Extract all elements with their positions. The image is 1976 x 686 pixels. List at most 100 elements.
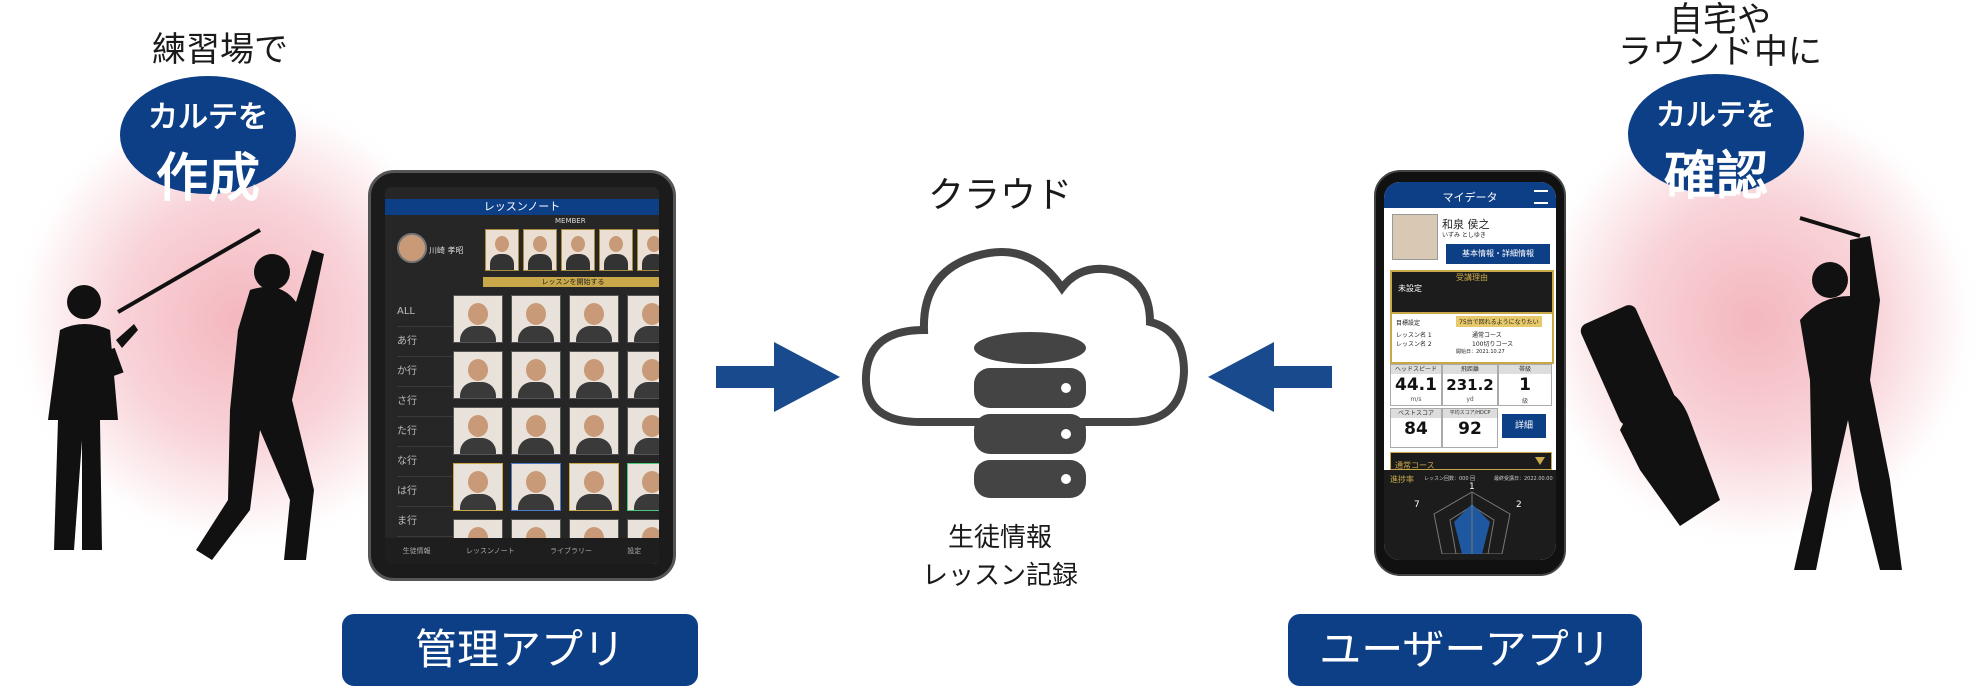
stat-label: 平均スコア/HDCP	[1443, 409, 1497, 418]
database-icon	[970, 330, 1090, 500]
reason-title: 受講理由	[1392, 272, 1552, 283]
selected-member-photo[interactable]	[485, 229, 519, 271]
stat-value: 1	[1499, 374, 1551, 396]
info-button[interactable]: 基本情報・詳細情報	[1446, 244, 1550, 264]
tablet-screen: レッスンノート 川崎 孝昭 MEMBER レッスンを開始する ALL あ行 か行…	[385, 187, 659, 564]
tablet-member-label: MEMBER	[555, 217, 586, 225]
stat-best-score: ベストスコア 84	[1390, 408, 1442, 448]
tablet-index-tabs: ALL あ行 か行 さ行 た行 な行 は行 ま行 や行 ら行 わ行	[397, 297, 455, 564]
selected-member-photo[interactable]	[561, 229, 595, 271]
cloud-title: クラウド	[900, 176, 1100, 216]
stat-unit: 級	[1499, 396, 1551, 405]
course-select[interactable]: 通常コース	[1390, 452, 1552, 470]
nav-lesson-note[interactable]: レッスンノート	[466, 546, 515, 556]
student-photo[interactable]	[511, 295, 561, 343]
admin-app-button[interactable]: 管理アプリ	[342, 614, 698, 686]
index-tab[interactable]: な行	[397, 447, 455, 477]
stat-head-speed: ヘッドスピード 44.1 m/s	[1390, 364, 1442, 406]
stat-value: 92	[1443, 418, 1497, 440]
selected-member-photo[interactable]	[637, 229, 659, 271]
student-photo[interactable]	[453, 407, 503, 455]
left-bubble-line1: カルテを	[120, 92, 296, 136]
reason-value: 未設定	[1392, 283, 1552, 294]
student-photo[interactable]	[569, 463, 619, 511]
storage-line1: 生徒情報	[900, 518, 1100, 558]
tablet-header: レッスンノート	[385, 199, 659, 215]
progress-count: レッスン回数：000 回	[1424, 475, 1475, 482]
menu-icon[interactable]	[1534, 190, 1548, 204]
student-photo[interactable]	[511, 351, 561, 399]
course-select-value: 通常コース	[1391, 461, 1435, 470]
student-photo[interactable]	[627, 407, 659, 455]
phone-screen: マイデータ 和泉 侯之 いずみ としゆき 基本情報・詳細情報 受講理由 未設定 …	[1384, 182, 1556, 560]
index-tab[interactable]: さ行	[397, 387, 455, 417]
storage-line2: レッスン記録	[900, 556, 1100, 596]
nav-settings[interactable]: 設定	[627, 546, 641, 556]
selected-member-photo[interactable]	[599, 229, 633, 271]
student-photo[interactable]	[453, 351, 503, 399]
stat-label: 帯級	[1499, 365, 1551, 374]
stat-label: ベストスコア	[1391, 409, 1441, 418]
stat-distance: 飛距離 231.2 yd	[1442, 364, 1498, 406]
goal-value: 75台で回れるようになりたい	[1456, 316, 1542, 327]
tablet-coach-avatar	[397, 233, 427, 263]
student-photo[interactable]	[511, 463, 561, 511]
right-confirm-bubble: カルテを 確認	[1628, 74, 1804, 194]
start-lesson-button[interactable]: レッスンを開始する	[483, 277, 659, 287]
stat-label: ヘッドスピード	[1391, 365, 1441, 374]
stat-average-score: 平均スコア/HDCP 92	[1442, 408, 1498, 448]
left-create-bubble: カルテを 作成	[120, 76, 296, 194]
tablet-device: レッスンノート 川崎 孝昭 MEMBER レッスンを開始する ALL あ行 か行…	[368, 170, 676, 581]
lesson1-label: レッスン名 1	[1396, 330, 1432, 339]
hand-phone-silhouette-icon	[1580, 300, 1740, 530]
selected-member-photo[interactable]	[523, 229, 557, 271]
nav-student-info[interactable]: 生徒情報	[403, 546, 431, 556]
student-photo[interactable]	[453, 295, 503, 343]
radar-label: 7	[1414, 500, 1420, 510]
index-tab[interactable]: あ行	[397, 327, 455, 357]
index-tab[interactable]: ALL	[397, 297, 455, 327]
golfer-right-silhouette-icon	[1720, 200, 1950, 580]
stat-unit: yd	[1443, 396, 1497, 403]
student-photo[interactable]	[453, 463, 503, 511]
arrow-right-icon	[716, 342, 840, 412]
user-kana: いずみ としゆき	[1442, 230, 1486, 239]
index-tab[interactable]: は行	[397, 477, 455, 507]
user-app-button[interactable]: ユーザーアプリ	[1288, 614, 1642, 686]
lesson2-value: 100切りコース	[1472, 339, 1513, 348]
student-photo[interactable]	[627, 295, 659, 343]
phone-header-title: マイデータ	[1443, 191, 1498, 204]
detail-button[interactable]: 詳細	[1502, 414, 1546, 438]
stat-label: 飛距離	[1443, 365, 1497, 374]
right-bubble-line2: 確認	[1628, 134, 1804, 209]
goal-label: 目標設定	[1396, 318, 1420, 327]
student-photo[interactable]	[569, 407, 619, 455]
student-photo[interactable]	[627, 463, 659, 511]
goal-panel: 目標設定 75台で回れるようになりたい レッスン名 1 通常コース レッスン名 …	[1390, 312, 1554, 364]
tablet-header-title: レッスンノート	[484, 200, 560, 213]
stat-grade: 帯級 1 級	[1498, 364, 1552, 406]
right-bubble-line1: カルテを	[1628, 90, 1804, 134]
golfer-left-silhouette-icon	[100, 210, 330, 570]
student-photo[interactable]	[511, 407, 561, 455]
nav-library[interactable]: ライブラリー	[550, 546, 592, 556]
progress-panel: 進捗率 レッスン回数：000 回 最終受講日：2022.00.00 1 2 7	[1384, 470, 1556, 560]
left-bubble-line2: 作成	[120, 136, 296, 211]
left-caption: 練習場で	[140, 30, 300, 70]
lesson1-value: 通常コース	[1472, 330, 1502, 339]
tablet-bottom-nav: 生徒情報 レッスンノート ライブラリー 設定	[385, 538, 659, 564]
progress-label: 進捗率	[1390, 474, 1414, 485]
dropdown-triangle-icon	[1535, 457, 1545, 465]
student-photo[interactable]	[569, 351, 619, 399]
index-tab[interactable]: ま行	[397, 507, 455, 537]
user-avatar	[1392, 214, 1438, 260]
student-photo[interactable]	[569, 295, 619, 343]
student-photo[interactable]	[627, 351, 659, 399]
stat-value: 231.2	[1443, 374, 1497, 396]
index-tab[interactable]: た行	[397, 417, 455, 447]
right-caption-line2: ラウンド中に	[1610, 32, 1830, 72]
tablet-coach-name: 川崎 孝昭	[429, 245, 464, 256]
stat-value: 44.1	[1391, 374, 1441, 396]
index-tab[interactable]: か行	[397, 357, 455, 387]
phone-device: マイデータ 和泉 侯之 いずみ としゆき 基本情報・詳細情報 受講理由 未設定 …	[1374, 170, 1566, 576]
